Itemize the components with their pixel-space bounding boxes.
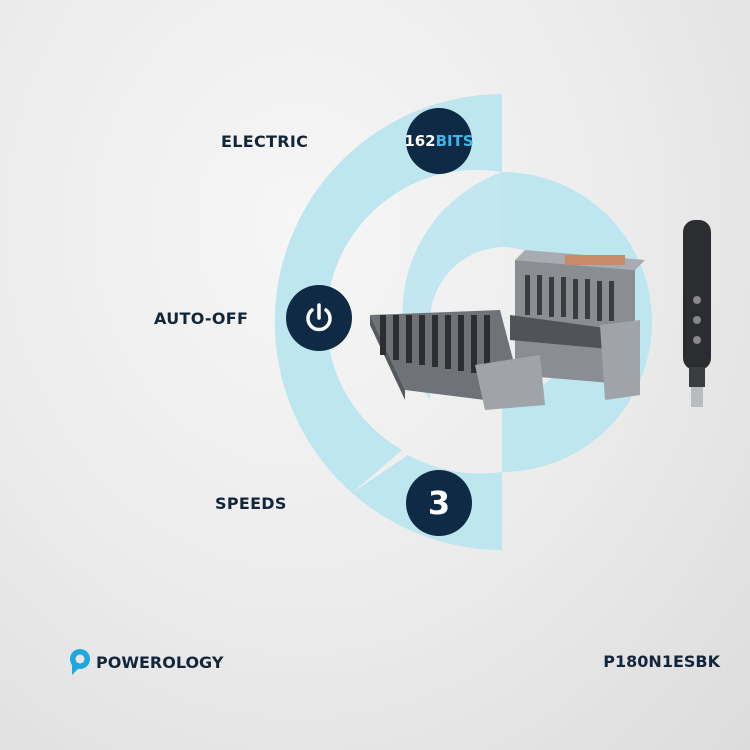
feature-label-speeds: SPEEDS	[215, 494, 287, 513]
bits-unit: BITS	[435, 132, 474, 150]
model-number: P180N1ESBK	[603, 652, 720, 671]
brand-name: POWEROLOGY	[96, 652, 224, 672]
speeds-badge: 3	[406, 470, 472, 536]
auto-off-badge	[286, 285, 352, 351]
feature-label-auto-off: AUTO-OFF	[154, 309, 249, 328]
bits-count: 162	[404, 132, 436, 150]
power-icon	[306, 303, 332, 332]
powerology-logo-icon	[70, 649, 90, 675]
product-image	[370, 220, 711, 410]
feature-label-electric: ELECTRIC	[221, 132, 309, 151]
brand-logo: POWEROLOGY	[69, 648, 223, 676]
